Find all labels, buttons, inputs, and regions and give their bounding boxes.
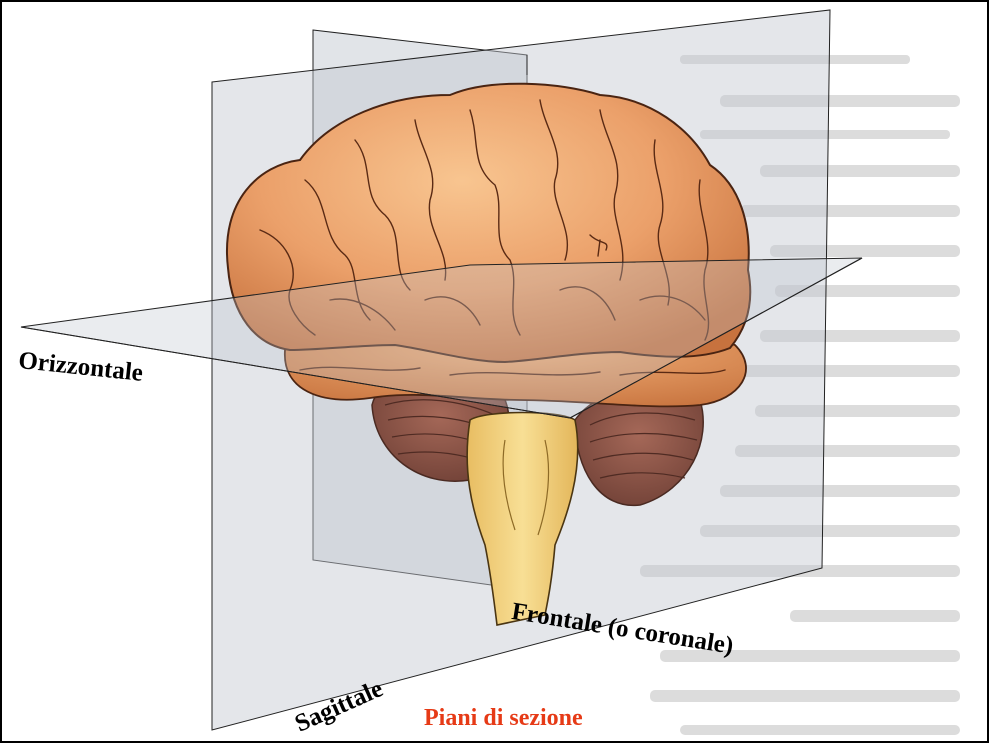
figure-caption: Piani di sezione	[424, 705, 583, 732]
